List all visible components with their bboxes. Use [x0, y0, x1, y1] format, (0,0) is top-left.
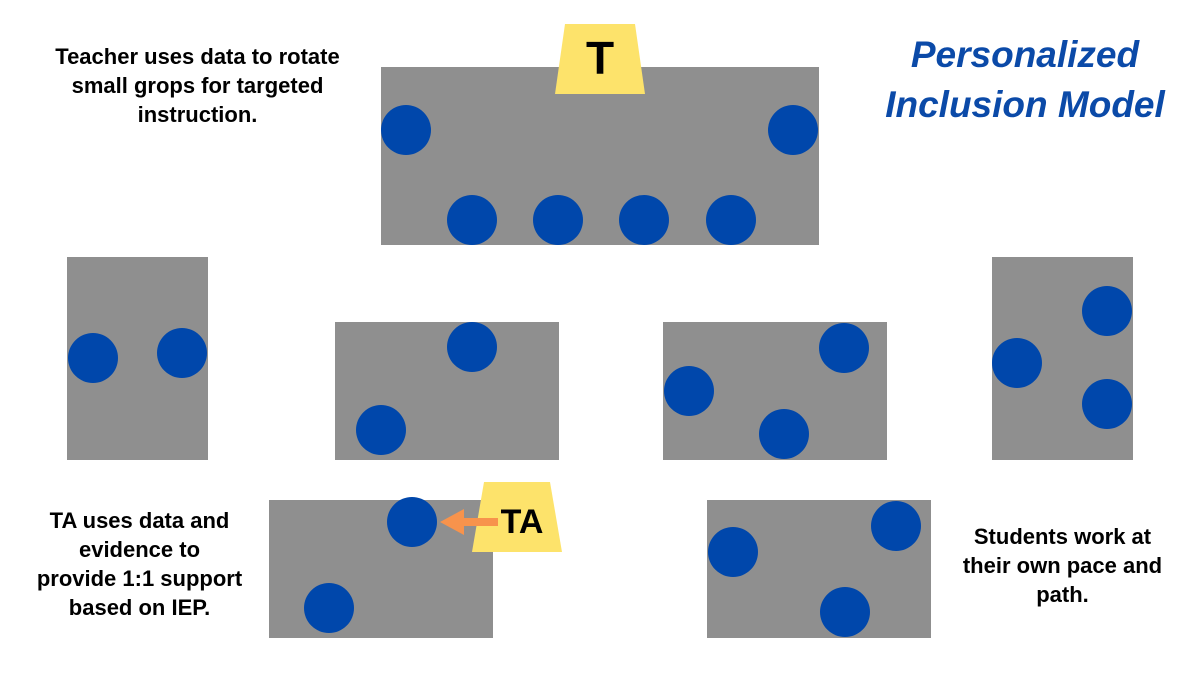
student-seat — [157, 328, 207, 378]
student-seat — [381, 105, 431, 155]
student-seat — [819, 323, 869, 373]
teacher-caption-line: instruction. — [137, 102, 258, 127]
student-seat — [759, 409, 809, 459]
support-arrow-icon — [440, 509, 498, 535]
student-seat — [706, 195, 756, 245]
student-seat — [68, 333, 118, 383]
teacher-badge-label: T — [585, 32, 615, 84]
student-seat — [1082, 286, 1132, 336]
teacher-caption-line: Teacher uses data to rotate — [55, 44, 340, 69]
teacher-badge — [555, 24, 645, 94]
student-seat — [820, 587, 870, 637]
student-seat — [708, 527, 758, 577]
ta-caption-line: TA uses data and — [49, 508, 230, 533]
student-seat — [992, 338, 1042, 388]
students-caption-line: their own pace and — [962, 553, 1163, 578]
student-seat — [664, 366, 714, 416]
ta-badge-label: TA — [500, 503, 544, 541]
student-seat — [768, 105, 818, 155]
ta-badge — [472, 482, 562, 552]
title-line-1: Personalized — [910, 34, 1140, 75]
ta-caption-line: provide 1:1 support — [36, 566, 243, 591]
student-seat — [1082, 379, 1132, 429]
ta-caption-line: evidence to — [78, 537, 201, 562]
diagram-title: Personalized Inclusion Model — [860, 30, 1190, 130]
teacher-caption: Teacher uses data to rotate small grops … — [20, 42, 375, 129]
students-caption-line: Students work at — [973, 524, 1152, 549]
ta-caption-line: based on IEP. — [68, 595, 211, 620]
student-seat — [619, 195, 669, 245]
student-seat — [871, 501, 921, 551]
students-caption: Students work at their own pace and path… — [945, 522, 1180, 609]
student-seat — [387, 497, 437, 547]
student-seat — [533, 195, 583, 245]
ta-caption: TA uses data and evidence to provide 1:1… — [12, 506, 267, 622]
student-seat — [447, 195, 497, 245]
title-line-2: Inclusion Model — [885, 84, 1165, 125]
student-seat — [356, 405, 406, 455]
student-seat — [304, 583, 354, 633]
teacher-caption-line: small grops for targeted — [71, 73, 324, 98]
student-seat — [447, 322, 497, 372]
students-caption-line: path. — [1036, 582, 1089, 607]
